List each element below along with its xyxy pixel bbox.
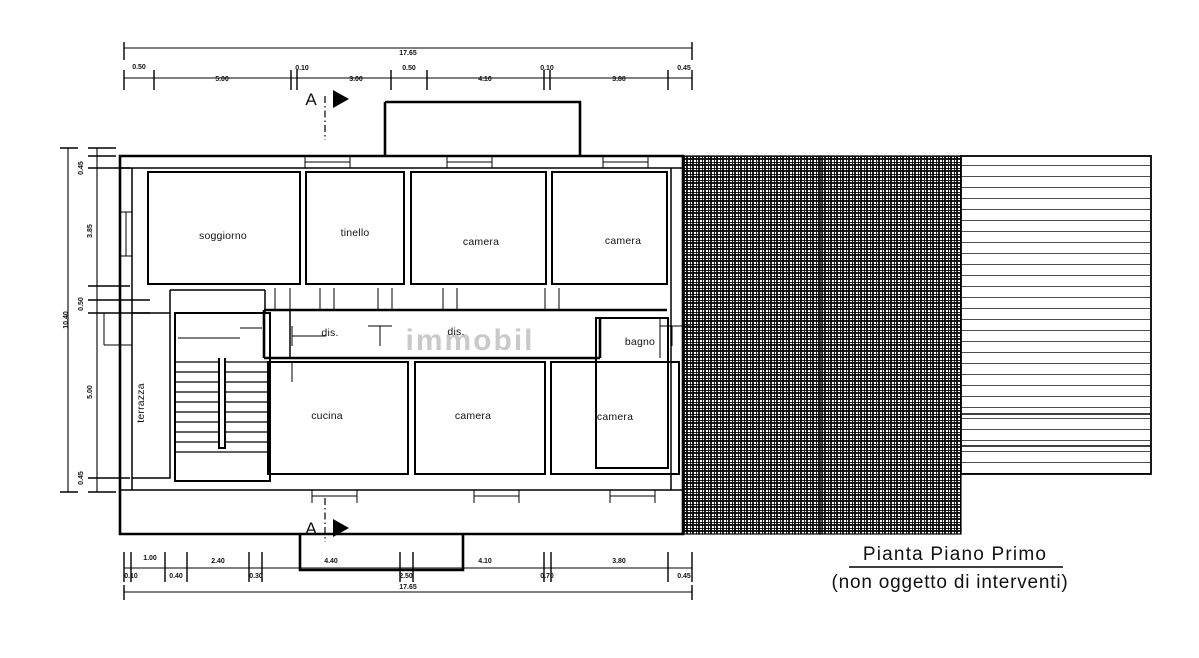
room-label-camera-1: camera [463, 236, 499, 248]
dim-bottom-overall: 17.65 [399, 584, 417, 591]
dimension-chain-bottom: 0.10 1.00 0.40 2.40 0.30 4.40 2.50 4.10 … [123, 552, 693, 600]
dim-bottom-1: 0.10 [124, 573, 138, 580]
section-label-a-top: A [305, 90, 317, 109]
dim-bottom-9: 0.70 [540, 573, 554, 580]
dim-left-overall: 10.40 [63, 311, 70, 329]
hatch-zone-cross-2 [820, 155, 962, 535]
room-label-tinello: tinello [341, 227, 370, 239]
dim-top-3: 0.10 [295, 65, 309, 72]
dim-bottom-6: 4.40 [324, 558, 338, 565]
dim-bottom-3: 0.40 [169, 573, 183, 580]
room-label-camera-4: camera [597, 411, 633, 423]
dim-left-2: 3.85 [87, 224, 94, 238]
section-marker-a-bottom: A [305, 498, 349, 542]
window-opening-left [120, 211, 132, 257]
room-label-dis-1: dis. [321, 327, 338, 339]
dimension-chain-top: 17.65 0.50 5.00 0.10 3.00 0.50 4.10 0.10… [123, 42, 693, 90]
dim-top-9: 0.45 [677, 65, 691, 72]
dim-bottom-10: 3.80 [612, 558, 626, 565]
dim-bottom-4: 2.40 [211, 558, 225, 565]
dim-bottom-2: 1.00 [143, 555, 157, 562]
dimension-chain-left: 10.40 0.45 3.85 0.50 5.00 0.45 [60, 147, 150, 493]
dim-top-4: 3.00 [349, 76, 363, 83]
room-label-camera-2: camera [605, 235, 641, 247]
dim-bottom-7: 2.50 [399, 573, 413, 580]
room-label-soggiorno: soggiorno [199, 230, 247, 242]
window-openings-bottom [311, 490, 656, 503]
dim-left-5: 0.45 [78, 471, 85, 485]
plan-title: Pianta Piano Primo [863, 544, 1047, 565]
window-openings-top [304, 156, 649, 168]
stairs [174, 312, 271, 482]
plan-subtitle: (non oggetto di interventi) [831, 572, 1068, 593]
interior-walls [147, 171, 690, 475]
dim-bottom-5: 0.30 [249, 573, 263, 580]
dim-top-1: 0.50 [132, 64, 146, 71]
dim-top-7: 0.10 [540, 65, 554, 72]
building-outline [118, 154, 685, 536]
dim-top-2: 5.00 [215, 76, 229, 83]
title-block: Pianta Piano Primo (non oggetto di inter… [831, 544, 1068, 593]
dim-top-8: 3.80 [612, 76, 626, 83]
dim-left-3: 0.50 [78, 297, 85, 311]
dim-left-4: 5.00 [87, 385, 94, 399]
room-label-terrazza: terrazza [135, 383, 147, 423]
dim-top-overall: 17.65 [399, 50, 417, 57]
room-label-dis-2: dis. [447, 326, 464, 338]
dim-top-5: 0.50 [402, 65, 416, 72]
hatch-zone-cross-1 [682, 155, 822, 535]
room-label-camera-3: camera [455, 410, 491, 422]
room-label-bagno: bagno [625, 336, 655, 348]
balcony-top [383, 100, 582, 156]
dim-bottom-11: 0.45 [677, 573, 691, 580]
dim-left-1: 0.45 [78, 161, 85, 175]
room-label-cucina: cucina [311, 410, 343, 422]
balcony-bottom [298, 534, 465, 572]
dim-top-6: 4.10 [478, 76, 492, 83]
watermark: immobil [405, 324, 534, 357]
hatch-zone-horizontal [960, 155, 1152, 475]
section-marker-a-top: A [305, 90, 349, 140]
dim-bottom-8: 4.10 [478, 558, 492, 565]
section-label-a-bottom: A [305, 519, 317, 538]
